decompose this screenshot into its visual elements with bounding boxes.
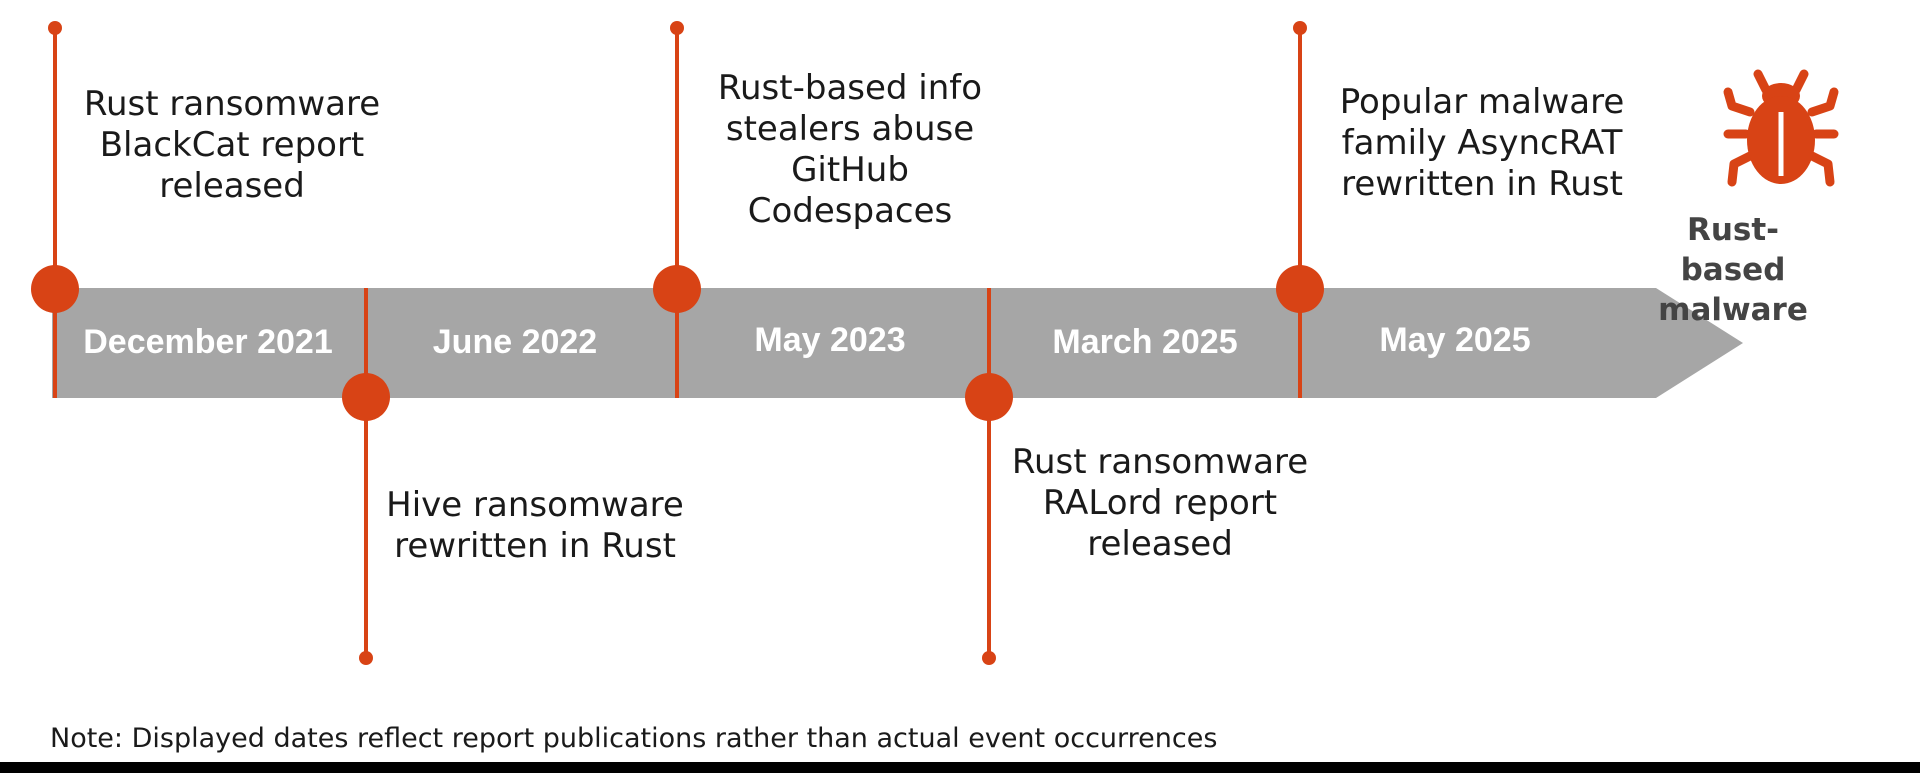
event-label-blackcat: Rust ransomware BlackCat report released	[83, 84, 381, 206]
date-label-march-2025: March 2025	[1052, 323, 1238, 361]
connector-end-dot-december-2021	[48, 21, 62, 35]
event-label-info-stealers: Rust-based info stealers abuse GitHub Co…	[717, 68, 983, 231]
connector-end-dot-june-2022	[359, 651, 373, 665]
date-label-may-2025: May 2025	[1379, 321, 1531, 359]
timeline-arrow	[52, 288, 1743, 398]
connector-end-dot-may-2025	[1293, 21, 1307, 35]
bug-legs	[1723, 69, 1839, 187]
milestone-marker-may-2025	[1276, 265, 1324, 313]
event-label-hive: Hive ransomware rewritten in Rust	[386, 485, 684, 566]
event-label-asyncrat: Popular malware family AsyncRAT rewritte…	[1339, 82, 1625, 204]
footnote: Note: Displayed dates reflect report pub…	[50, 723, 1218, 754]
milestone-marker-march-2025	[965, 373, 1013, 421]
milestone-marker-december-2021	[31, 265, 79, 313]
date-label-june-2022: June 2022	[432, 323, 598, 361]
date-label-december-2021: December 2021	[83, 323, 333, 361]
connector-end-dot-may-2023	[670, 21, 684, 35]
event-label-ralord: Rust ransomware RALord report released	[1011, 442, 1309, 564]
bug-icon	[1723, 69, 1839, 187]
legend-label: Rust-based malware	[1658, 212, 1808, 328]
milestone-marker-may-2023	[653, 265, 701, 313]
connector-end-dot-march-2025	[982, 651, 996, 665]
date-label-may-2023: May 2023	[754, 321, 906, 359]
bottom-band	[0, 762, 1920, 773]
milestone-marker-june-2022	[342, 373, 390, 421]
